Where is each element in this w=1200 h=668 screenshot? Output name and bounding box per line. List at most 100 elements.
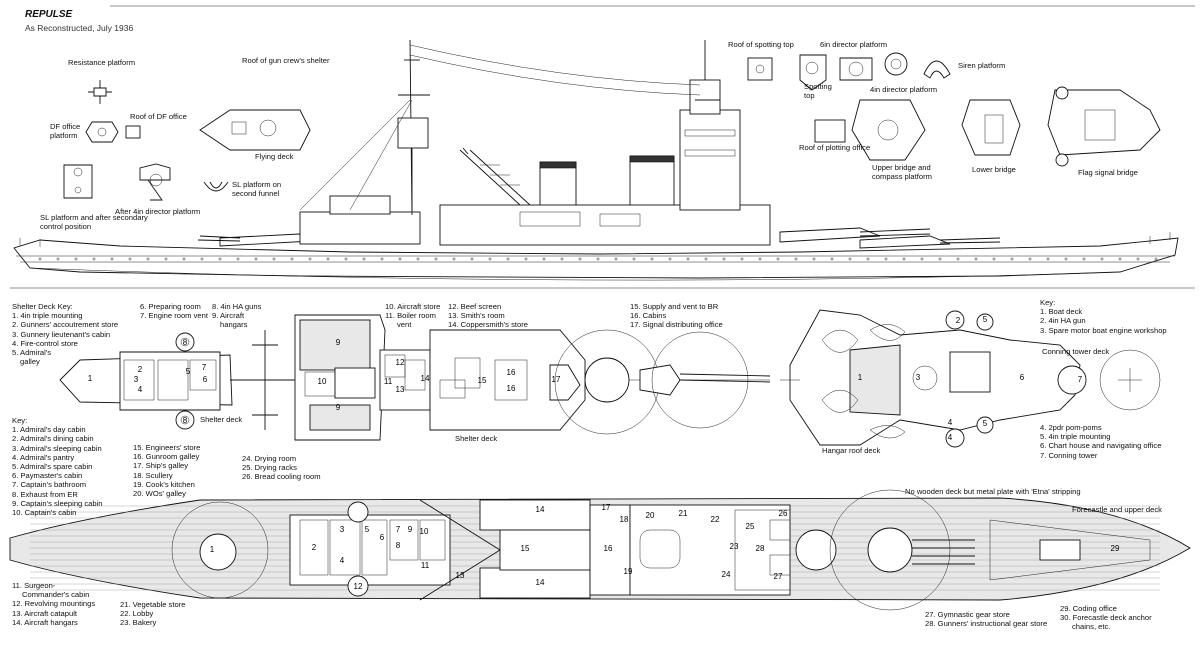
key-item: 12. Beef screen: [448, 302, 502, 311]
boat-deck-plan: [780, 309, 1161, 448]
porthole: [38, 257, 42, 261]
callout-siren-platform: Siren platform: [958, 61, 1006, 70]
key-item: 7. Captain's bathroom: [12, 480, 87, 490]
label-shelter-deck-b: Shelter deck: [455, 434, 498, 443]
porthole: [722, 257, 726, 261]
key-item: 3. Gunnery lieutenant's cabin: [12, 329, 111, 339]
compartment-number: 7: [1078, 375, 1083, 384]
porthole: [938, 257, 942, 261]
key-item: 6. Chart house and navigating office: [1040, 441, 1162, 451]
key-item: 6. Preparing room: [140, 302, 201, 311]
porthole: [668, 257, 672, 261]
porthole: [974, 257, 978, 261]
porthole: [254, 257, 258, 261]
key-item: 15. Engineers' store: [133, 443, 201, 452]
drawing-title: REPULSE: [25, 9, 73, 20]
porthole: [1118, 257, 1122, 261]
porthole: [326, 257, 330, 261]
compartment-number: 22: [711, 515, 720, 524]
compartment-number: 2: [956, 316, 961, 325]
porthole: [416, 257, 420, 261]
compartment-number: 8: [183, 416, 188, 425]
key-item: 24. Drying room: [242, 454, 297, 463]
compartment-number: 6: [380, 533, 385, 542]
callout-lower-bridge: Lower bridge: [972, 165, 1016, 174]
boat-deck-key-b: 4. 2pdr pom-poms 5. 4in triple mounting …: [1040, 423, 1161, 460]
porthole: [1010, 257, 1014, 261]
compartment-number: 1: [858, 373, 863, 382]
callout-forecastle-upper-deck: Forecastle and upper deck: [1072, 505, 1162, 514]
compartment-number: 17: [552, 375, 561, 384]
key-item: 6. Paymaster's cabin: [12, 471, 83, 481]
compartment-number: 18: [620, 515, 629, 524]
key-item: 29. Coding office: [1060, 604, 1117, 613]
compartment-number: 29: [1111, 544, 1120, 553]
main-deck-key-d: 11. Surgeon- Commander's cabin 12. Revol…: [12, 581, 95, 627]
compartment-number: 4: [340, 556, 345, 565]
porthole: [740, 257, 744, 261]
porthole: [380, 257, 384, 261]
compartment-number: 5: [983, 419, 988, 428]
shelter-key-d: 10. Aircraft store 11. Boiler room vent: [385, 302, 440, 330]
key-item: 4. 2pdr pom-poms: [1040, 423, 1102, 432]
main-deck-key-e: 21. Vegetable store 22. Lobby 23. Bakery: [120, 600, 185, 628]
boat-deck-key: Key: 1. Boat deck 2. 4in HA gun 3. Spare…: [1040, 298, 1167, 335]
boat-key-title: Key:: [1040, 298, 1056, 307]
porthole: [794, 257, 798, 261]
callout-roof-spotting-top: Roof of spotting top: [728, 40, 794, 49]
callout-roof-plotting-office: Roof of plotting office: [799, 143, 871, 152]
key-item: 17. Signal distributing office: [630, 320, 723, 330]
compartment-number: 2: [138, 365, 143, 374]
porthole: [92, 257, 96, 261]
key-item: hangars: [220, 320, 248, 330]
callout-roof-df-office: Roof of DF office: [130, 112, 187, 121]
porthole: [614, 257, 618, 261]
compartment-number: 21: [679, 509, 688, 518]
porthole: [992, 257, 996, 261]
key-item: 11. Boiler room: [385, 311, 436, 321]
shelter-key: Shelter Deck Key: 1. 4in triple mounting…: [12, 302, 118, 366]
porthole: [1100, 257, 1104, 261]
key-item: 12. Revolving mountings: [12, 599, 96, 609]
callout-flying-deck: Flying deck: [255, 152, 294, 161]
compartment-number: 27: [774, 572, 783, 581]
porthole: [290, 257, 294, 261]
porthole: [236, 257, 240, 261]
key-item: 27. Gymnastic gear store: [925, 610, 1010, 619]
main-deck-key-b: 15. Engineers' store 16. Gunroom galley …: [133, 443, 200, 498]
key-item: 21. Vegetable store: [120, 600, 186, 609]
key-item: 5. Admiral's: [12, 348, 52, 358]
key-item: 7. Engine room vent: [140, 311, 208, 321]
key-item: 23. Bakery: [120, 618, 157, 628]
drawing-subtitle: As Reconstructed, July 1936: [25, 23, 134, 33]
porthole: [650, 257, 654, 261]
compartment-number: 1: [88, 374, 93, 383]
label-hangar-roof-deck: Hangar roof deck: [822, 446, 881, 455]
callout-df-office-platform: DF office platform: [50, 122, 81, 141]
key-item: 1. Admiral's day cabin: [12, 425, 86, 435]
porthole: [758, 257, 762, 261]
compartment-number: 15: [521, 544, 530, 553]
compartment-number: 4: [948, 433, 953, 442]
porthole: [308, 257, 312, 261]
porthole: [542, 257, 546, 261]
shelter-deck-plan: [59, 314, 771, 441]
compartment-number: 9: [336, 403, 341, 412]
porthole: [1046, 257, 1050, 261]
key-item: 8. Exhaust from ER: [12, 489, 78, 499]
compartment-number: 12: [354, 582, 363, 591]
key-item: 15. Supply and vent to BR: [630, 302, 719, 311]
key-item: 16. Gunroom galley: [133, 452, 200, 462]
compartment-number: 3: [916, 373, 921, 382]
key-item: chains, etc.: [1072, 622, 1111, 632]
porthole: [686, 257, 690, 261]
key-item: 30. Forecastle deck anchor: [1060, 613, 1152, 623]
key-item: 14. Coppersmith's store: [448, 320, 528, 330]
main-deck-key-c: 24. Drying room 25. Drying racks 26. Bre…: [242, 454, 321, 482]
key-item: 16. Cabins: [630, 311, 667, 321]
main-key-title: Key:: [12, 416, 28, 425]
shelter-key-f: 15. Supply and vent to BR 16. Cabins 17.…: [630, 302, 723, 330]
porthole: [812, 257, 816, 261]
porthole: [1082, 257, 1086, 261]
